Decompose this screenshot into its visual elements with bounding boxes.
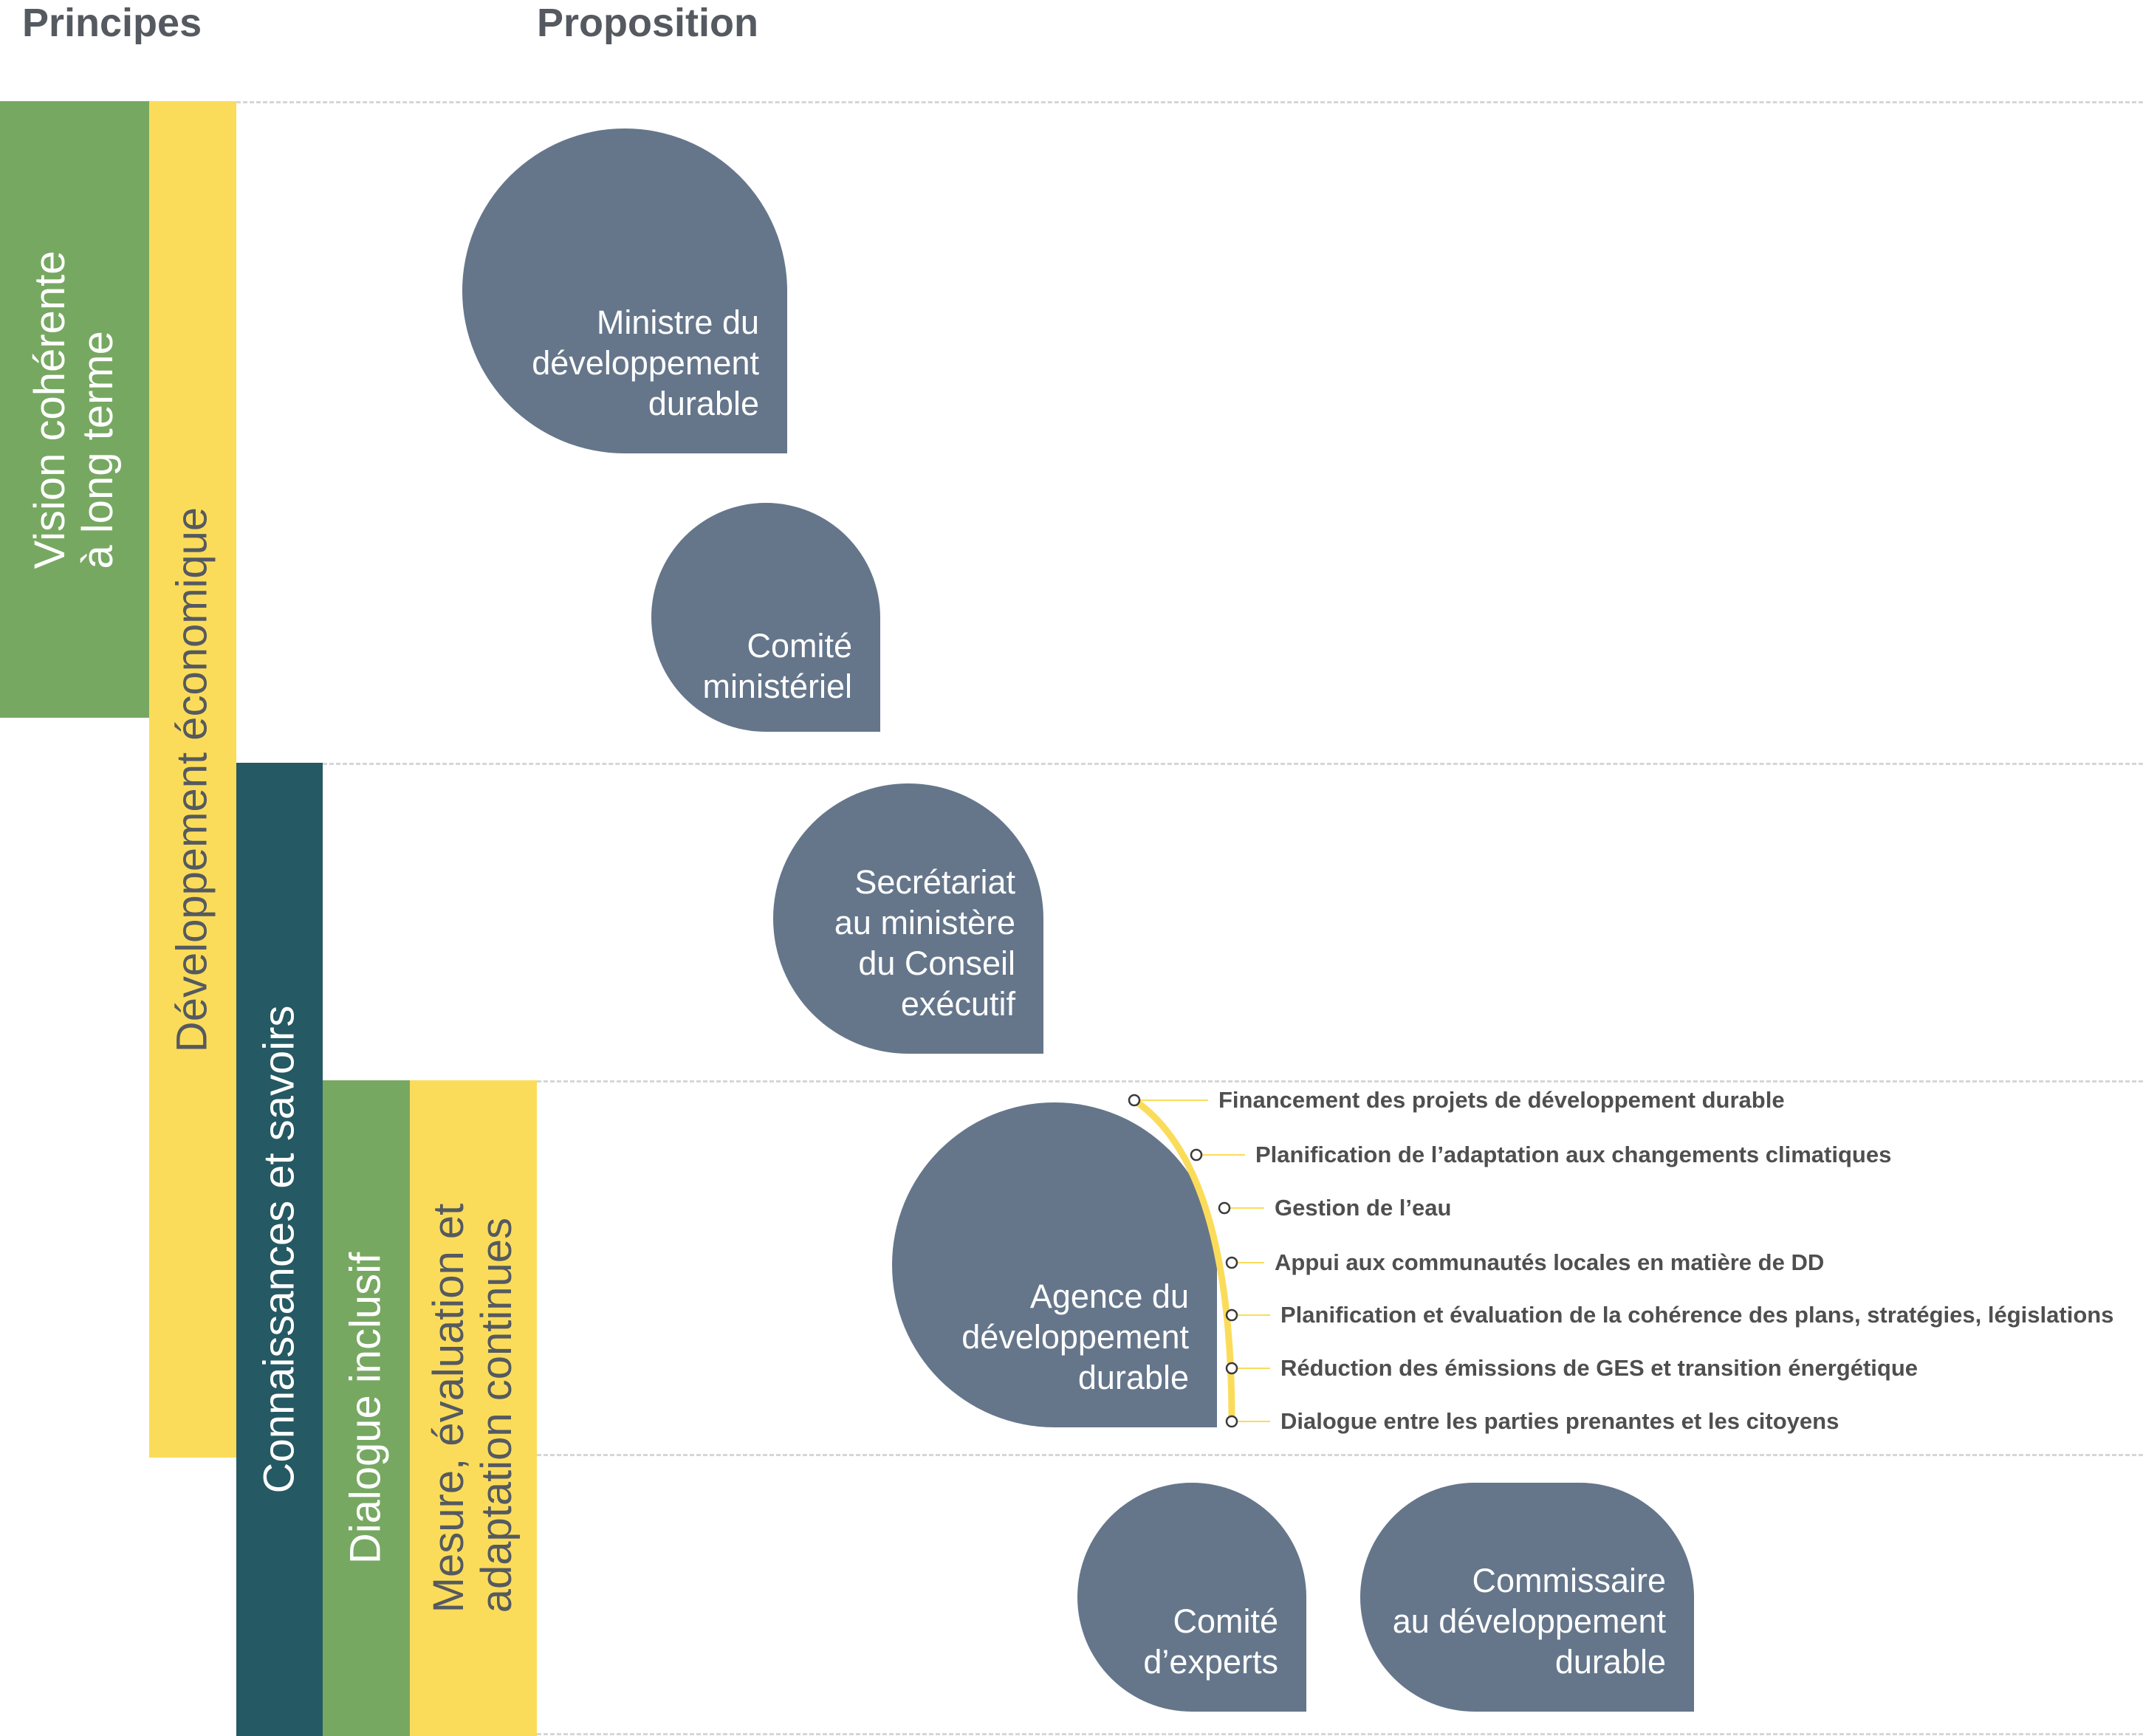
- commissaire-line-3: durable: [1554, 1643, 1666, 1681]
- vision-bar: Vision cohérente à long terme: [0, 101, 149, 718]
- dialogue-bar: Dialogue inclusif: [323, 1080, 410, 1736]
- function-label: Planification et évaluation de la cohére…: [1280, 1302, 2114, 1328]
- function-tick: [1128, 1094, 1141, 1107]
- secretariat-line-3: du Conseil: [858, 944, 1015, 982]
- function-tick: [1190, 1148, 1203, 1162]
- function-label: Appui aux communautés locales en matière…: [1275, 1249, 1825, 1275]
- secretariat-line-4: exécutif: [900, 985, 1015, 1023]
- divider-2: [323, 763, 2143, 765]
- comite-ministeriel-node: Comité ministériel: [651, 503, 880, 732]
- ministre-node: Ministre du développement durable: [462, 128, 787, 453]
- function-tick: [1225, 1256, 1238, 1269]
- mesure-bar: Mesure, évaluation et adaptation continu…: [410, 1080, 537, 1736]
- function-label: Financement des projets de développement…: [1218, 1087, 1785, 1113]
- function-label: Réduction des émissions de GES et transi…: [1280, 1355, 1919, 1381]
- arc-line: [1132, 1097, 1235, 1422]
- developpement-bar: Développement économique: [149, 101, 236, 1458]
- secretariat-line-1: Secrétariat: [854, 863, 1015, 901]
- commissaire-line-1: Commissaire: [1472, 1562, 1666, 1599]
- comite-experts-line-1: Comité: [1173, 1602, 1278, 1640]
- secretariat-node: Secrétariat au ministère du Conseil exéc…: [773, 783, 1043, 1054]
- connaissances-bar: Connaissances et savoirs: [236, 763, 323, 1736]
- divider-4: [537, 1454, 2143, 1456]
- comite-ministeriel-line-1: Comité: [747, 627, 852, 665]
- commissaire-node: Commissaire au développement durable: [1360, 1483, 1694, 1712]
- function-tick: [1225, 1308, 1238, 1322]
- function-tick: [1225, 1362, 1238, 1375]
- commissaire-line-2: au développement: [1392, 1602, 1666, 1640]
- divider-top: [236, 101, 2143, 103]
- ministre-line-2: développement: [532, 344, 759, 382]
- proposition-header: Proposition: [537, 1, 758, 45]
- divider-3: [537, 1080, 2143, 1083]
- ministre-line-3: durable: [648, 385, 759, 422]
- function-label: Gestion de l’eau: [1275, 1195, 1452, 1221]
- secretariat-line-2: au ministère: [834, 904, 1015, 941]
- function-label: Planification de l’adaptation aux change…: [1255, 1142, 1892, 1167]
- function-tick: [1225, 1415, 1238, 1428]
- function-tick: [1218, 1201, 1231, 1215]
- comite-experts-line-2: d’experts: [1143, 1643, 1278, 1681]
- function-label: Dialogue entre les parties prenantes et …: [1280, 1408, 1839, 1434]
- agence-node: Agence du développement durable: [892, 1102, 1217, 1427]
- comite-ministeriel-line-2: ministériel: [702, 668, 852, 705]
- agence-line-2: développement: [961, 1318, 1189, 1356]
- comite-experts-node: Comité d’experts: [1077, 1483, 1306, 1712]
- ministre-line-1: Ministre du: [596, 303, 759, 341]
- agence-line-1: Agence du: [1029, 1277, 1189, 1315]
- divider-bottom: [537, 1733, 2143, 1735]
- principes-header: Principes: [22, 1, 202, 45]
- agence-line-3: durable: [1077, 1359, 1189, 1396]
